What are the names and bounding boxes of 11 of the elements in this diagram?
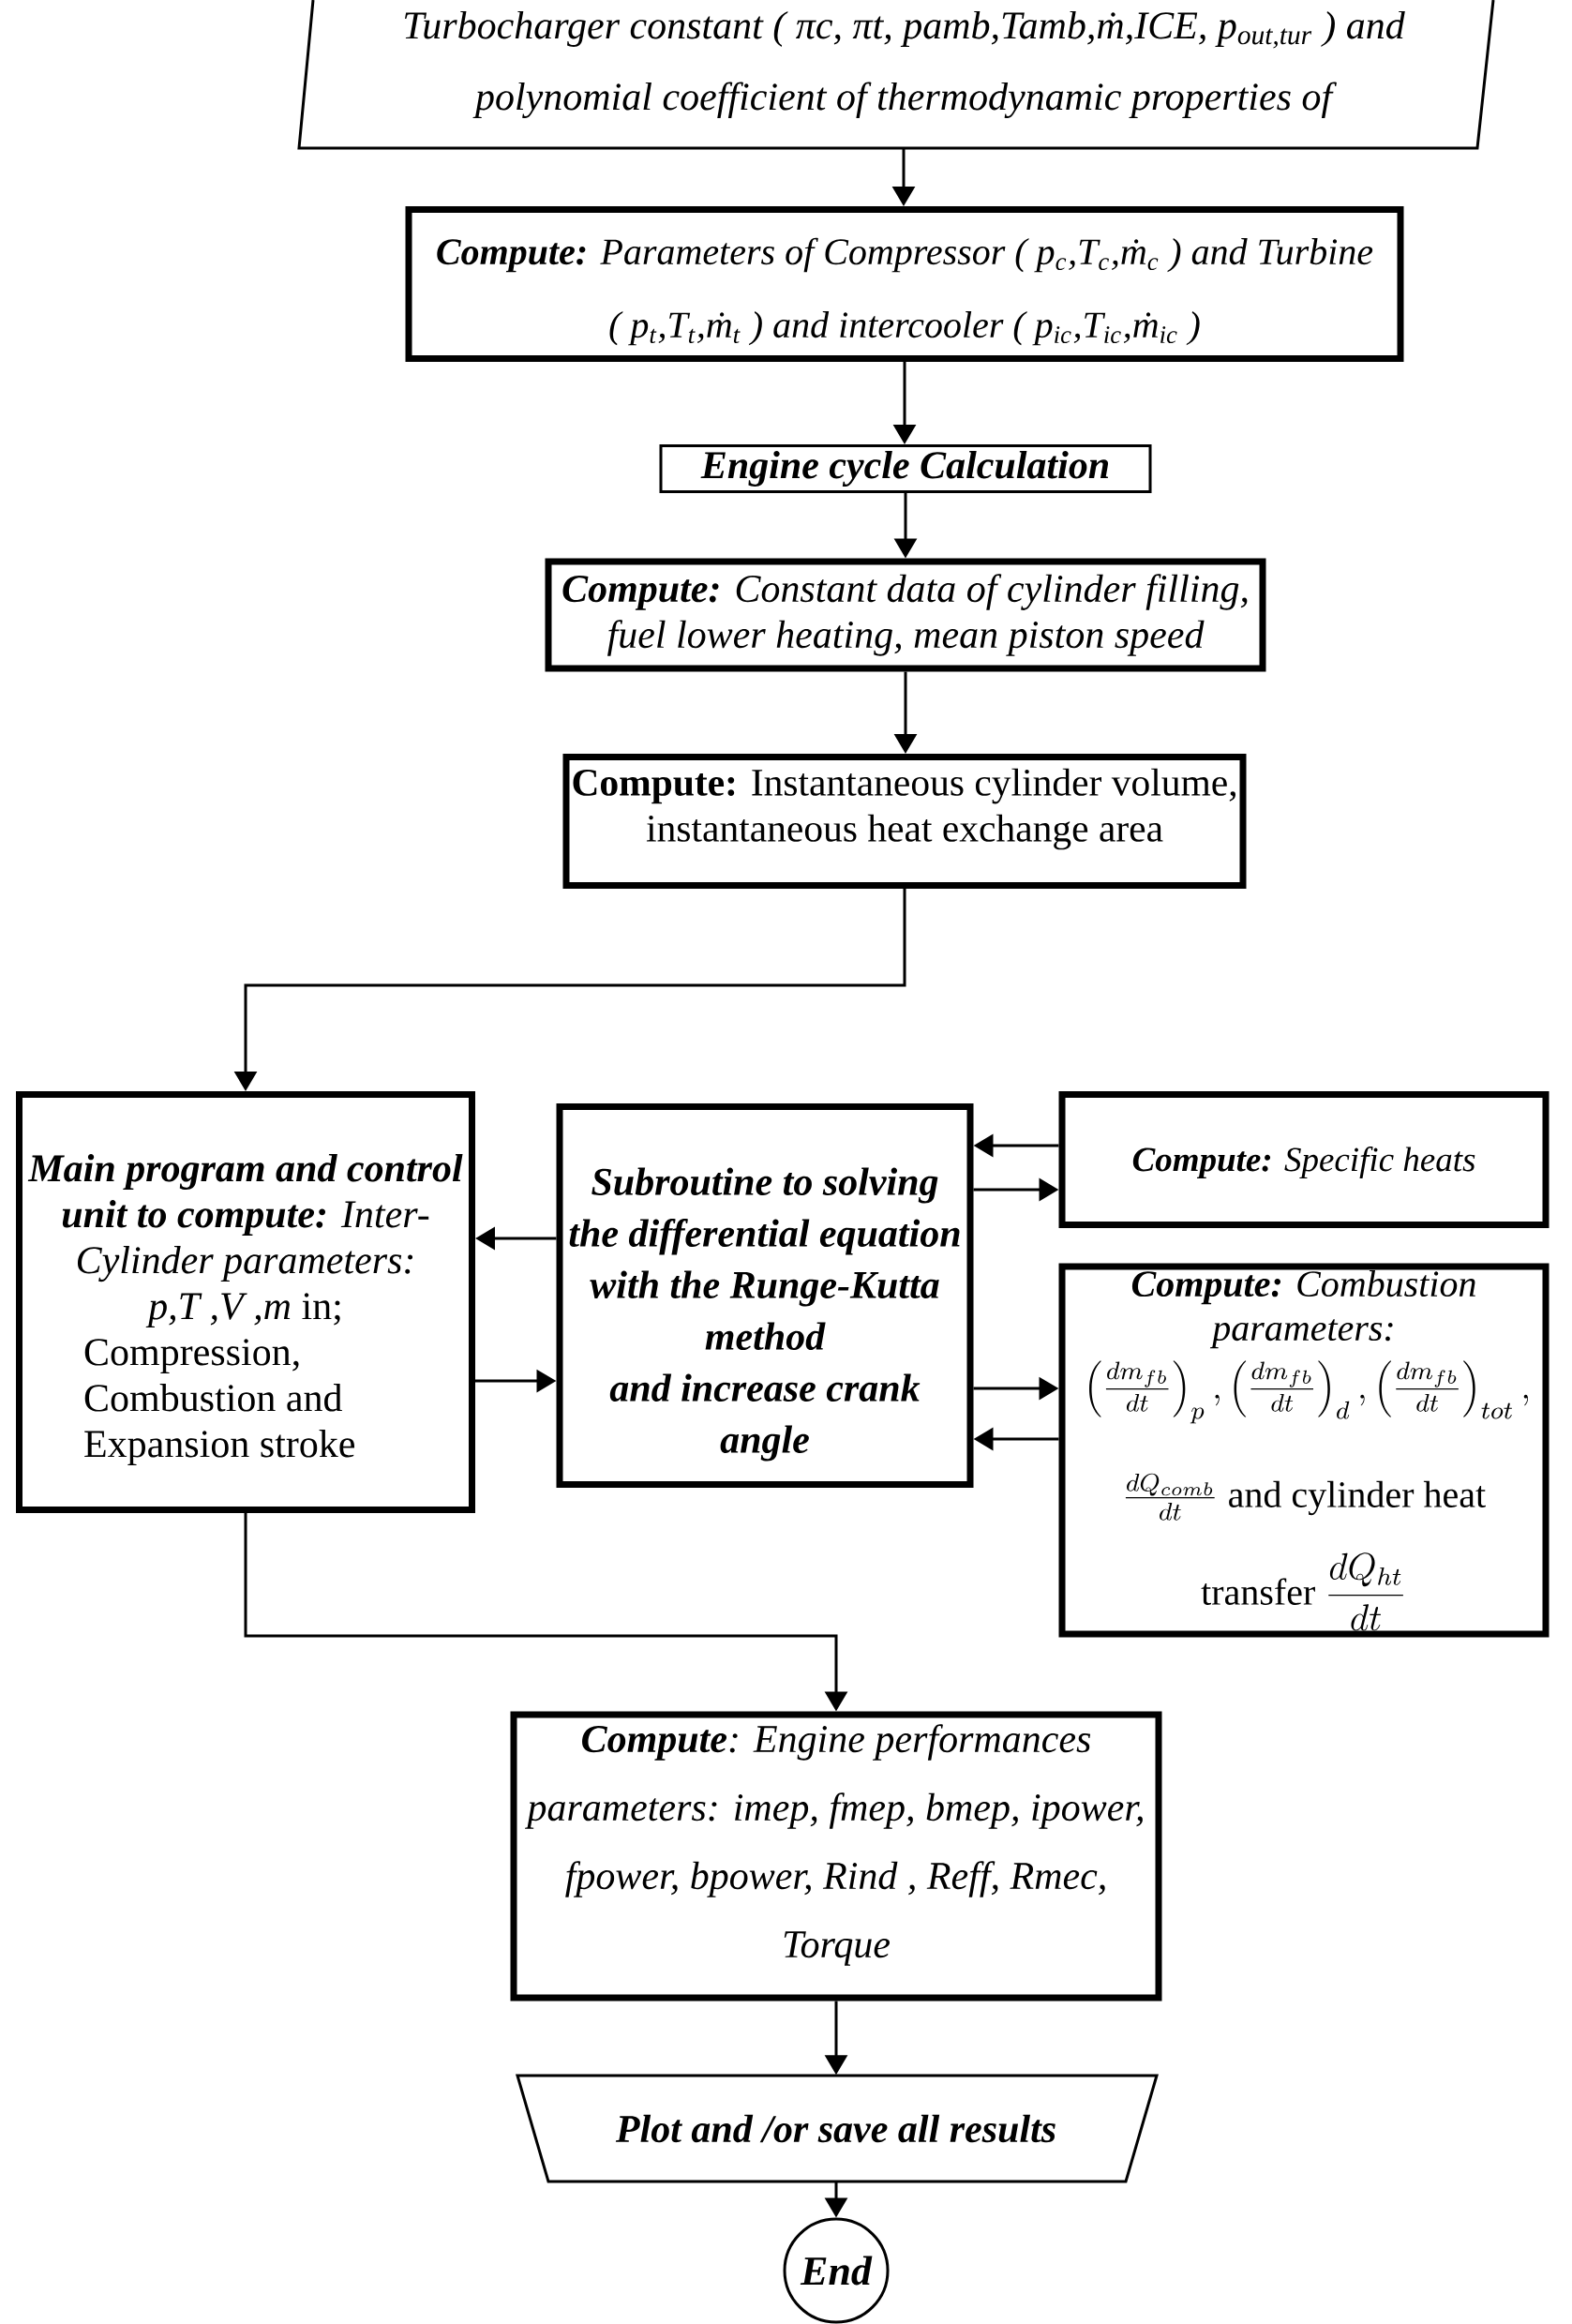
process-box: Compute: Specific heats: [1058, 1091, 1550, 1228]
process-box: Compute: Engine performances parameters: imep, fmep, bmep, ipower, fpower, bpower, Rind , Reff, Rmec, Torque: [510, 1711, 1162, 2002]
input-parallelogram: Turbocharger constant ( πc, πt, pamb,Tamb,ṁ,ICE, p$_{out,tur}$ ) and polynomial coefficient of thermodynamic properties of: [297, 0, 1495, 150]
process-box: Compute: Parameters of Compressor ( p$_{c}$,T$_{c}$,ṁ$_{c}$ ) and Turbine ( p$_{t}$,T$_{t}$,ṁ$_{t}$ ) and intercooler ( p$_{ic}$,T$_{ic}$,ṁ$_{ic}$ ): [405, 206, 1404, 362]
process-box: Compute: Combustion parameters: $\left(\frac{dm_{fb}}{dt}\right)_{p} , \left(\frac{dm_{fb}}{dt}\right)_{d} , \left(\frac{dm_{fb}}{dt}\right)_{tot} ,$ $\frac{dQ_{comb}}{dt}$ and cylinder heat transfer $\frac{dQ_{ht}}{dt}$: [1058, 1263, 1550, 1638]
process-box: Subroutine to solving the differential equation with the Runge-Kutta method and increase crank angle: [556, 1103, 974, 1488]
process-box: Compute: Instantaneous cylinder volume, instantaneous heat exchange area: [562, 754, 1247, 889]
process-box: Engine cycle Calculation: [659, 444, 1152, 493]
process-box: Main program and control unit to compute: Inter-Cylinder parameters: p,T ,V ,m in; Compression, Combustion and Expansion stroke: [16, 1091, 475, 1513]
output-trapezoid: Plot and /or save all results: [516, 2074, 1159, 2183]
process-box: Compute: Constant data of cylinder filling, fuel lower heating, mean piston speed: [545, 558, 1266, 672]
